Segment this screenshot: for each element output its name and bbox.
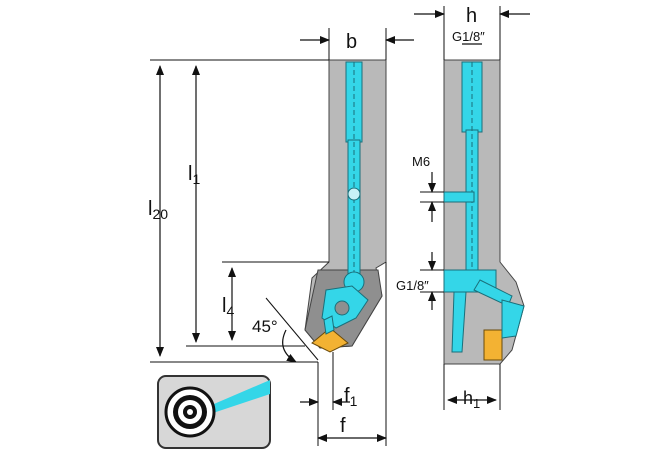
dim-g18-side: G1/8″ bbox=[396, 252, 444, 310]
dim-angle: 45° bbox=[252, 297, 319, 363]
dim-b: b bbox=[300, 28, 414, 60]
side-clamp bbox=[501, 299, 525, 339]
dim-h1: h1 bbox=[443, 364, 501, 411]
label-m6: M6 bbox=[412, 154, 430, 169]
label-g18-top: G1/8″ bbox=[452, 29, 485, 44]
label-g18-side: G1/8″ bbox=[396, 278, 429, 293]
label-l1: l1 bbox=[188, 163, 200, 187]
side-m6-channel bbox=[443, 191, 475, 203]
side-coolant-lower bbox=[451, 291, 467, 353]
dim-h: h bbox=[414, 5, 530, 60]
dim-f: f bbox=[317, 262, 387, 446]
side-view bbox=[443, 59, 525, 365]
label-f1: f1 bbox=[344, 385, 358, 409]
front-view bbox=[304, 59, 387, 353]
front-coolant-port bbox=[347, 187, 361, 201]
cutting-insert bbox=[311, 327, 349, 353]
label-f: f bbox=[340, 415, 346, 437]
label-angle: 45° bbox=[252, 317, 278, 336]
front-nozzle bbox=[323, 315, 335, 335]
label-l4: l4 bbox=[222, 295, 234, 319]
dim-l20: l20 bbox=[148, 59, 318, 363]
label-h: h bbox=[466, 5, 477, 27]
side-insert bbox=[483, 329, 503, 361]
dim-f1: f1 bbox=[300, 352, 358, 446]
label-h1: h1 bbox=[463, 388, 480, 411]
label-b: b bbox=[346, 31, 357, 53]
dim-m6: M6 bbox=[412, 154, 444, 222]
dim-l4: l4 bbox=[186, 261, 329, 347]
clamp-hole bbox=[334, 300, 350, 316]
coolant-target-icon bbox=[157, 375, 271, 449]
label-l20: l20 bbox=[148, 198, 168, 222]
dim-g18-top: G1/8″ bbox=[452, 29, 485, 45]
dim-l1: l1 bbox=[180, 59, 329, 343]
